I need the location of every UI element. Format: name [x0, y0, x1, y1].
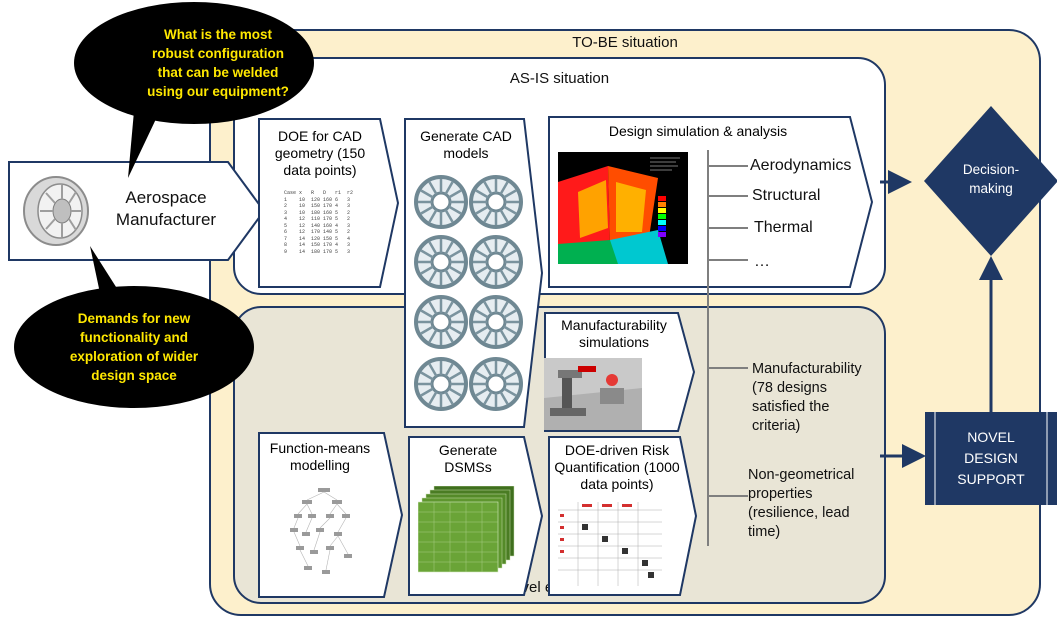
demands-bubble-text: Demands for new functionality and explor… — [69, 311, 199, 383]
analysis-item-aerodynamics: Aerodynamics — [750, 157, 852, 174]
cad-wheel-model — [469, 357, 523, 411]
doe-table: Case x R D r1 r2 1 10 120 160 6 3 2 10 1… — [284, 190, 374, 255]
robot-cell-image — [544, 358, 642, 430]
manufacturability-sim-label: Manufacturability simulations — [561, 317, 667, 350]
doe-table-row: 2 10 150 170 4 3 — [284, 203, 360, 209]
doe-table-row: 8 14 150 170 4 3 — [284, 242, 360, 248]
function-means-step: Function-means modelling — [258, 432, 404, 598]
generate-cad-step: Generate CAD models — [404, 118, 544, 428]
question-bubble-text: What is the most robust configuration th… — [147, 27, 289, 99]
design-simulation-label: Design simulation & analysis — [608, 123, 788, 139]
cad-wheel-model — [414, 357, 468, 411]
doe-table-row: 9 14 180 170 5 3 — [284, 248, 360, 255]
results-bus — [700, 150, 750, 550]
decision-making-label: Decision-making — [962, 162, 1020, 196]
analysis-item-structural: Structural — [752, 187, 821, 204]
cad-wheel-model — [469, 235, 523, 289]
cad-wheel-model — [469, 175, 523, 229]
simulation-image — [558, 152, 688, 264]
cad-wheel-model — [414, 235, 468, 289]
question-bubble: What is the most robust configuration th… — [74, 2, 314, 124]
doe-cad-step: DOE for CAD geometry (150 data points) C… — [258, 118, 400, 288]
function-means-label: Function-means modelling — [269, 440, 371, 473]
doe-table-header: Case x R D r1 r2 — [284, 190, 360, 196]
doe-risk-label: DOE-driven Risk Quantification (1000 dat… — [554, 442, 680, 492]
analysis-item-thermal: Thermal — [754, 219, 813, 236]
aerospace-manufacturer-box: Aerospace Manufacturer — [8, 161, 266, 261]
doe-table-row: 5 12 140 160 4 3 — [284, 222, 360, 229]
cad-wheel-model — [469, 295, 523, 349]
generate-dsms-label: Generate DSMSs — [438, 442, 498, 475]
manufacturability-outcome: Manufacturability (78 designs satisfied … — [752, 361, 862, 434]
risk-matrix-image — [558, 502, 662, 586]
manufacturability-sim-step: Manufacturability simulations — [544, 312, 696, 432]
as-is-title: AS-IS situation — [509, 70, 610, 87]
doe-table-body: Case x R D r1 r2 1 10 120 160 6 3 2 10 1… — [284, 190, 374, 255]
cad-model-grid — [414, 172, 524, 422]
doe-table-row: 6 12 170 140 5 2 — [284, 229, 360, 235]
doe-risk-step: DOE-driven Risk Quantification (1000 dat… — [548, 436, 698, 596]
aerospace-manufacturer-label: Aerospace Manufacturer — [115, 188, 217, 229]
doe-table-row: 7 14 120 150 5 4 — [284, 235, 360, 242]
analysis-item-more: … — [754, 253, 770, 270]
demands-bubble: Demands for new functionality and explor… — [14, 286, 254, 408]
novel-design-support-label: NOVEL DESIGN SUPPORT — [957, 429, 1025, 487]
dsm-stack-image — [418, 486, 522, 586]
novel-design-support-box: NOVEL DESIGN SUPPORT — [925, 412, 1057, 505]
cad-wheel-model — [414, 295, 468, 349]
design-simulation-step: Design simulation & analysis — [548, 116, 874, 288]
doe-cad-label: DOE for CAD geometry (150 data points) — [274, 128, 366, 178]
cad-wheel-set — [414, 175, 523, 411]
generate-cad-label: Generate CAD models — [420, 128, 512, 161]
doe-table-row: 1 10 120 160 6 3 — [284, 196, 360, 203]
cad-wheel-model — [414, 175, 468, 229]
doe-table-row: 4 12 110 170 5 2 — [284, 216, 360, 222]
non-geometrical-outcome: Non-geometrical properties (resilience, … — [748, 467, 855, 540]
to-be-title: TO-BE situation — [572, 34, 678, 51]
generate-dsms-step: Generate DSMSs — [408, 436, 544, 596]
decision-making-node: Decision-making — [912, 106, 1057, 256]
function-means-tree — [286, 484, 368, 590]
doe-table-row: 3 10 180 160 5 2 — [284, 209, 360, 216]
engine-image — [18, 173, 98, 249]
